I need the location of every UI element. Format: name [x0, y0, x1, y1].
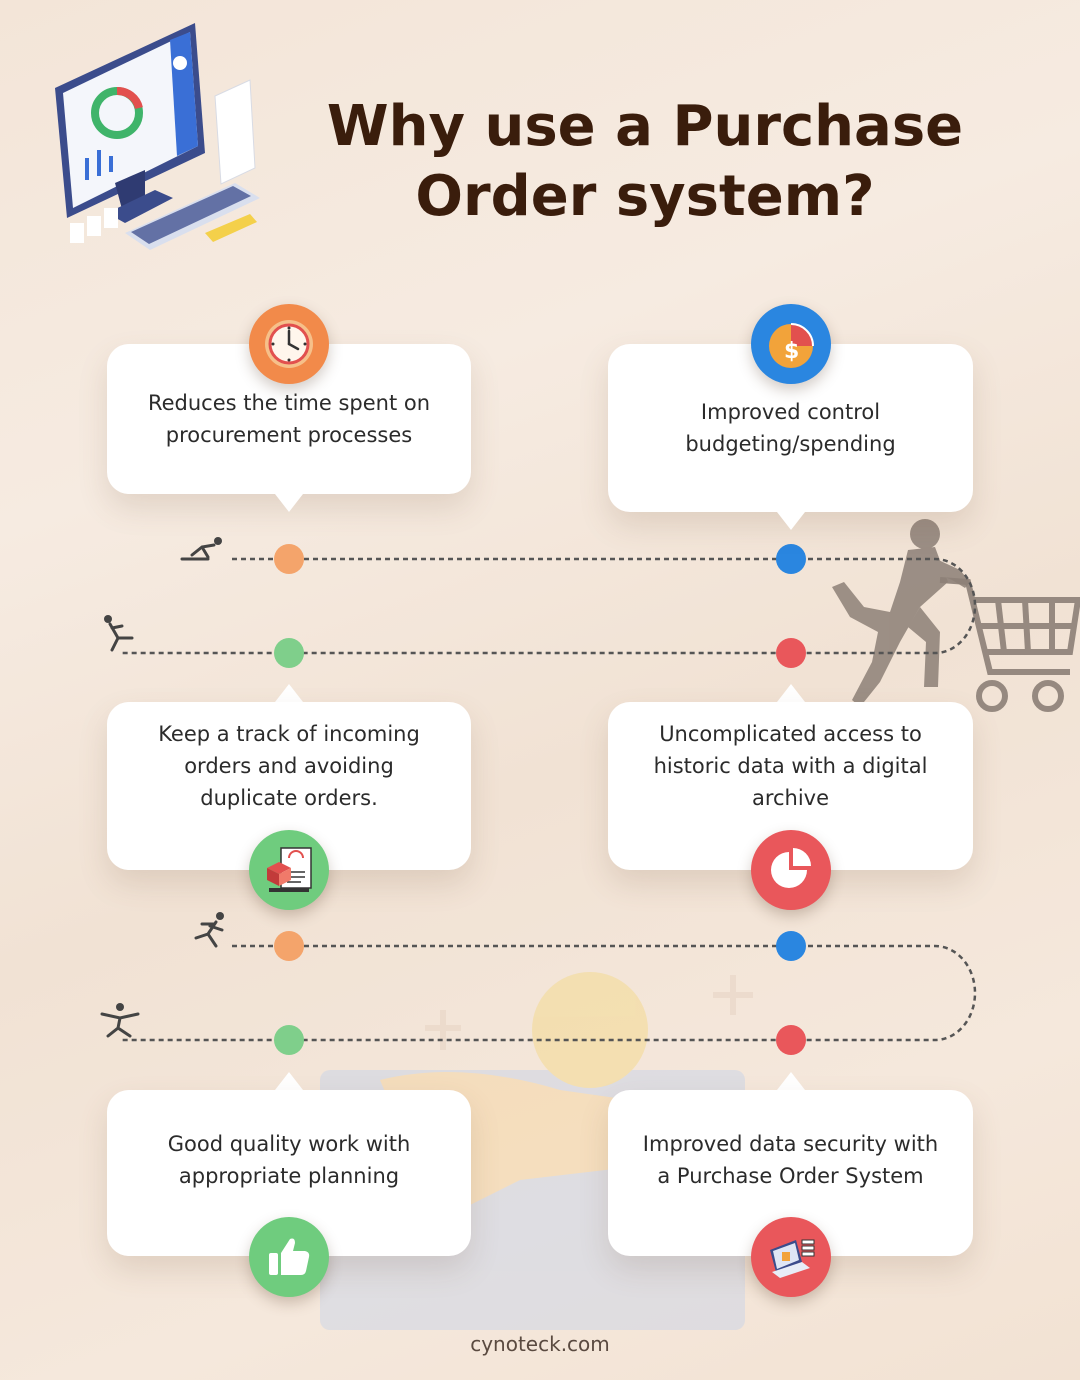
- computer-illustration: [55, 23, 260, 250]
- timeline-dot-4: [776, 638, 806, 668]
- card-pointer: [275, 494, 303, 512]
- benefit-card-archive: Uncomplicated access to historic data wi…: [608, 702, 973, 870]
- thumbs-up-icon: [249, 1217, 329, 1297]
- runner-finish-icon: [100, 1003, 140, 1038]
- budget-icon: $: [751, 304, 831, 384]
- timeline-dot-2: [776, 544, 806, 574]
- card-pointer: [777, 1072, 805, 1090]
- pie-chart-icon: [751, 830, 831, 910]
- data-security-icon: [751, 1217, 831, 1297]
- card-pointer: [275, 684, 303, 702]
- benefit-text: Keep a track of incoming orders and avoi…: [158, 722, 420, 810]
- benefit-text: Reduces the time spent on procurement pr…: [147, 391, 431, 447]
- shopper-cart-illustration: [832, 519, 1080, 712]
- timeline-dot-6: [776, 931, 806, 961]
- runner-sprint-icon: [194, 912, 224, 948]
- timeline-dot-5: [274, 931, 304, 961]
- timeline-dot-8: [776, 1025, 806, 1055]
- page-title: Why use a Purchase Order system?: [326, 94, 964, 229]
- timeline-dot-3: [274, 638, 304, 668]
- timeline-dot-1: [274, 544, 304, 574]
- benefit-text: Uncomplicated access to historic data wi…: [653, 722, 928, 810]
- benefit-text: Good quality work with appropriate plann…: [167, 1132, 411, 1188]
- card-pointer: [777, 512, 805, 530]
- benefit-text: Improved data security with a Purchase O…: [642, 1132, 939, 1188]
- timeline-dot-7: [274, 1025, 304, 1055]
- footer-website: cynoteck.com: [470, 1332, 610, 1356]
- order-tracking-icon: [249, 830, 329, 910]
- card-pointer: [777, 684, 805, 702]
- runner-start-icon: [180, 537, 222, 561]
- card-pointer: [275, 1072, 303, 1090]
- clock-icon: [249, 304, 329, 384]
- runner-icon: [104, 615, 134, 652]
- benefit-text: Improved control budgeting/spending: [685, 400, 896, 456]
- svg-text:$: $: [784, 339, 799, 364]
